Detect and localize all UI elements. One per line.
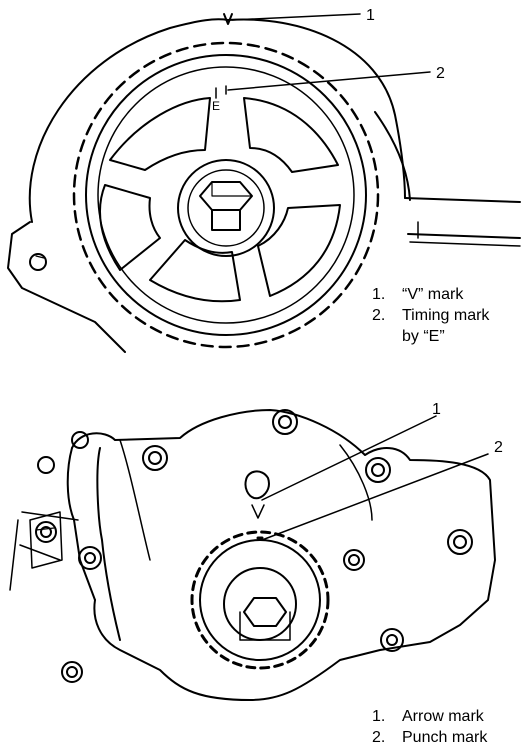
callout-number-2: 2 — [436, 65, 445, 82]
callout-leader-2 — [227, 71, 431, 91]
callout-leader-1 — [231, 13, 361, 21]
pulley-hub — [177, 159, 275, 257]
callout-leader-bottom-1 — [261, 415, 437, 501]
legend-item: 2. Timing mark — [372, 307, 490, 324]
bottom-legend: 1. Arrow mark 2. Punch mark — [372, 706, 487, 748]
camshaft-pulley-figure — [7, 13, 521, 353]
v-mark — [223, 13, 233, 25]
pulley-spokes — [99, 97, 341, 303]
callout-number-1: 1 — [366, 7, 375, 24]
arrow-mark — [244, 470, 270, 500]
legend-item: 1. “V” mark — [372, 286, 464, 303]
timing-stamp-e: E — [212, 99, 220, 113]
top-legend: 1. “V” mark 2. Timing mark by “E” — [372, 284, 489, 347]
housing-bolts — [35, 409, 473, 683]
oil-pump-housing — [71, 409, 496, 701]
sprocket-rim-outer — [72, 41, 380, 349]
timing-belt-cover — [28, 18, 406, 223]
crank-bolt — [243, 597, 287, 627]
callout-number-bottom-1: 1 — [432, 401, 441, 418]
cylinder-head-outline — [7, 221, 126, 353]
callout-number-bottom-2: 2 — [494, 439, 503, 456]
legend-item: 1. Arrow mark — [372, 708, 484, 725]
crank-sprocket-teeth — [190, 530, 330, 670]
mounting-hole — [29, 253, 47, 271]
legend-item: 2. Punch mark — [372, 729, 488, 746]
callout-leader-bottom-2 — [261, 453, 489, 541]
sprocket-rim — [85, 54, 367, 336]
crank-sprocket-rim — [199, 539, 321, 661]
legend-item: by “E” — [402, 328, 445, 345]
crankshaft-pulley-figure — [9, 409, 496, 701]
